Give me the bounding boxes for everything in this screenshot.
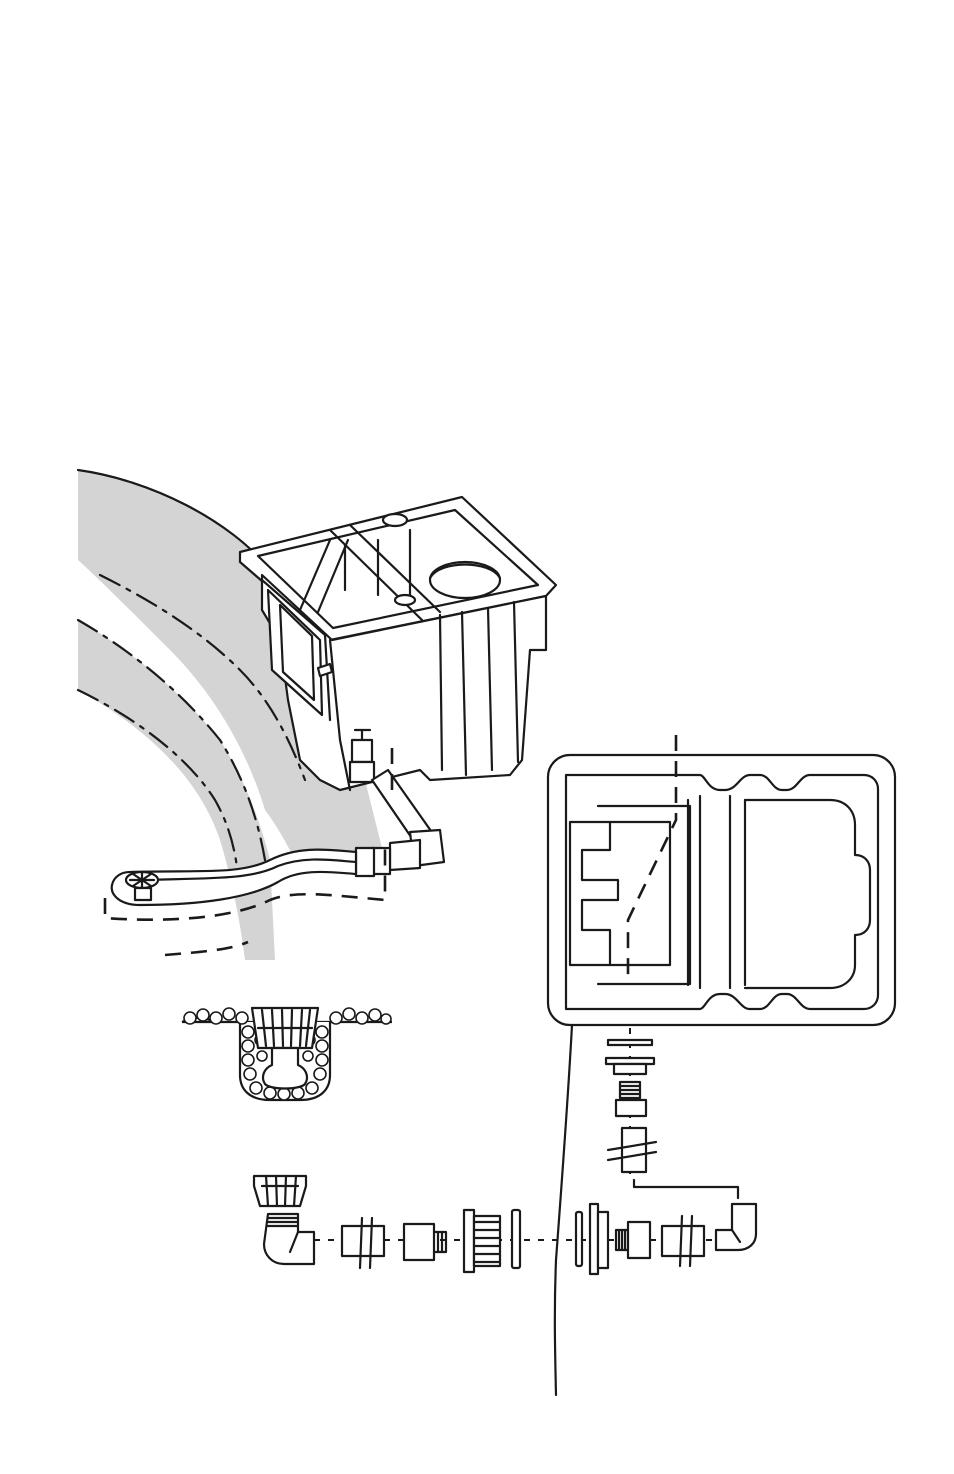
liner-wall-line — [555, 1025, 572, 1395]
intake-gravel-section — [182, 1008, 392, 1100]
diagram-stroke — [474, 1216, 500, 1266]
diagram-stroke — [257, 1051, 267, 1061]
gasket-icon — [608, 1040, 652, 1045]
diagram-stroke — [303, 1051, 313, 1061]
adapter-fitting-icon — [628, 1222, 650, 1258]
diagram-stroke — [390, 840, 420, 870]
diagram-stroke — [197, 1009, 209, 1021]
diagram-stroke — [306, 1082, 318, 1094]
diagram-stroke — [381, 1014, 391, 1024]
diagram-stroke — [369, 1009, 381, 1021]
diagram-stroke — [242, 1054, 254, 1066]
diagram-stroke — [135, 888, 151, 900]
skimmer-top-view — [548, 735, 895, 1025]
diagram-stroke — [619, 1230, 625, 1250]
bulkhead-fitting-icon — [614, 1064, 646, 1074]
bulkhead-fitting-icon — [464, 1210, 474, 1272]
intake-screen-icon — [254, 1176, 306, 1206]
diagram-stroke — [343, 1008, 355, 1020]
pipe-icon — [662, 1226, 704, 1256]
pipe-icon — [622, 1128, 646, 1172]
diagram-stroke — [434, 1232, 446, 1252]
diagram-stroke — [356, 848, 374, 876]
diagram-stroke — [383, 514, 407, 526]
diagram-stroke — [356, 1012, 368, 1024]
diagram-stroke — [244, 1068, 256, 1080]
diagram-stroke — [438, 1232, 442, 1252]
diagram-stroke — [242, 1026, 254, 1038]
diagram-stroke — [250, 1082, 262, 1094]
diagram-stroke — [330, 1012, 342, 1024]
adapter-fitting-icon — [404, 1224, 434, 1260]
elbow-fitting-icon — [716, 1204, 756, 1250]
diagram-stroke — [316, 1026, 328, 1038]
pipe-icon — [342, 1226, 384, 1256]
diagram-stroke — [242, 1040, 254, 1052]
adapter-fitting-icon — [616, 1100, 646, 1116]
gasket-icon — [576, 1212, 582, 1266]
diagram-stroke — [210, 1012, 222, 1024]
diagram-stroke — [223, 1008, 235, 1020]
diagram-stroke — [570, 822, 670, 965]
diagram-stroke — [236, 1012, 248, 1024]
diagram-stroke — [395, 595, 415, 605]
diagram-stroke — [314, 1068, 326, 1080]
diagram-stroke — [316, 1054, 328, 1066]
diagram-stroke — [430, 562, 500, 598]
bulkhead-fitting-icon — [590, 1204, 598, 1274]
diagram-stroke — [316, 1040, 328, 1052]
diagram-stroke — [130, 872, 154, 888]
diagram-stroke — [598, 1212, 608, 1268]
gasket-icon — [512, 1210, 520, 1268]
diagram-stroke — [278, 1088, 290, 1100]
diagram-stroke — [184, 1012, 196, 1024]
diagram-stroke — [352, 740, 372, 762]
diagram-stroke — [350, 762, 374, 782]
diagram-stroke — [634, 1180, 738, 1198]
trench-outline-lower — [165, 942, 248, 955]
